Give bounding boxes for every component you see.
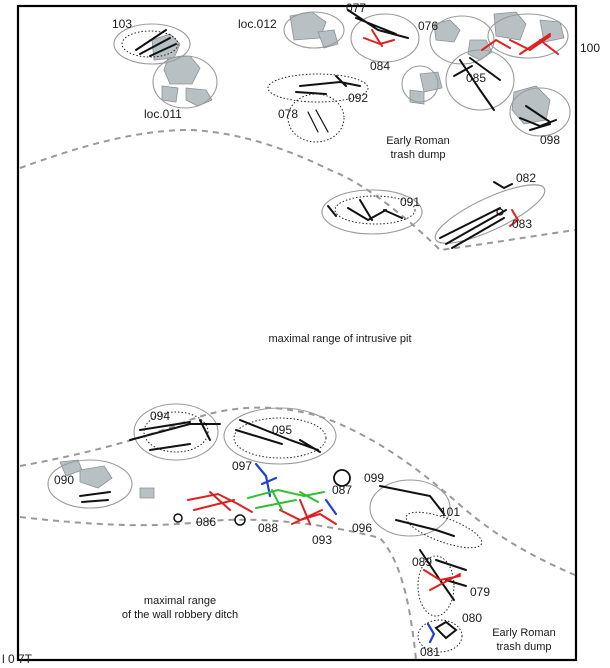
skeletons-blue (254, 462, 436, 644)
label-096: 096 (352, 521, 372, 535)
zone-roman-top-line1: Early Roman (386, 135, 450, 147)
label-076: 076 (418, 19, 438, 33)
label-084: 084 (370, 59, 390, 73)
skeletons-red (187, 29, 559, 591)
label-083: 083 (512, 217, 532, 231)
zone-ditch-line2: of the wall robbery ditch (122, 609, 238, 621)
label-094: 094 (150, 409, 170, 423)
zone-labels: Early Roman trash dump maximal range of … (122, 135, 556, 653)
label-080: 080 (462, 611, 482, 625)
zone-ditch-line1: maximal range (144, 595, 216, 607)
zone-intrusive-pit: maximal range of intrusive pit (268, 333, 411, 345)
zone-roman-bottom-line1: Early Roman (492, 627, 556, 639)
small-circles (173, 208, 504, 526)
excavation-frame (16, 4, 578, 662)
label-087: 087 (332, 483, 352, 497)
label-081: 081 (420, 645, 440, 659)
label-086: 086 (196, 515, 216, 529)
burial-labels: 103 loc.012 077 076 100 084 085 092 078 … (54, 1, 600, 659)
label-loc012: loc.012 (238, 17, 277, 31)
label-097: 097 (232, 459, 252, 473)
zone-roman-bottom-line2: trash dump (496, 641, 551, 653)
skeletons-green (247, 488, 325, 511)
label-079: 079 (470, 585, 490, 599)
footer-text: l 0 7T (2, 652, 33, 666)
grave-cuts (121, 30, 483, 653)
label-091: 091 (400, 195, 420, 209)
label-103: 103 (112, 17, 132, 31)
label-loc011: loc.011 (144, 107, 182, 121)
label-098: 098 (540, 133, 560, 147)
label-099: 099 (364, 471, 384, 485)
label-078: 078 (278, 107, 298, 121)
boundary-upper (19, 128, 576, 252)
label-089: 089 (412, 555, 432, 569)
skeletons-black (79, 9, 557, 640)
boundary-middle (19, 406, 576, 576)
label-085: 085 (466, 71, 486, 85)
label-100: 100 (580, 41, 600, 55)
label-092: 092 (348, 91, 368, 105)
boundary-lower (19, 516, 417, 661)
zone-roman-top-line2: trash dump (390, 149, 445, 161)
label-093: 093 (312, 533, 332, 547)
label-088: 088 (258, 521, 278, 535)
burial-groups (47, 11, 571, 537)
label-082: 082 (516, 171, 536, 185)
label-095: 095 (272, 423, 292, 437)
label-077: 077 (346, 1, 366, 15)
label-101: 101 (440, 505, 460, 519)
label-090: 090 (54, 473, 74, 487)
